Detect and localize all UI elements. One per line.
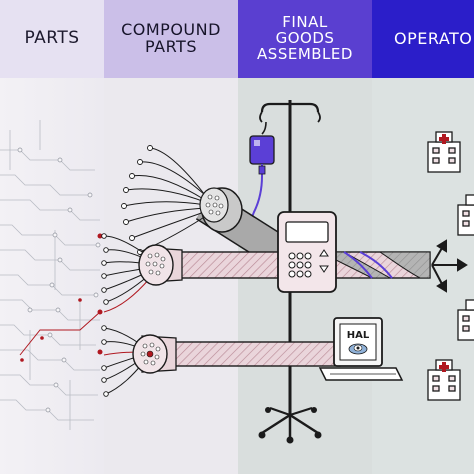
column-header-compound-parts: COMPOUND PARTS [104, 0, 238, 78]
monitor-screen-label: HAL [347, 330, 370, 341]
circuit-red-nodes [20, 233, 103, 362]
hospital-building-icon [427, 131, 474, 401]
column-parts-bg [0, 78, 104, 474]
upper-connector [199, 187, 243, 233]
middle-wire-ends [101, 233, 109, 305]
pole-wheels [258, 407, 322, 444]
circuit-traces-icon [0, 120, 100, 430]
column-header-operator: OPERATO [372, 0, 474, 78]
lower-pink-tube [167, 341, 341, 367]
circuit-red-wire [19, 311, 101, 356]
output-arrows [431, 239, 468, 293]
column-header-final-goods-assembled: FINAL GOODS ASSEMBLED [238, 0, 372, 78]
column-header-parts: PARTS [0, 0, 104, 78]
lower-wire-ends [101, 325, 109, 397]
middle-connector [138, 244, 183, 286]
infusion-pump-icon [277, 211, 337, 293]
computer-icon [318, 317, 404, 381]
circuit-nodes [17, 147, 101, 413]
lower-connector [132, 334, 177, 374]
